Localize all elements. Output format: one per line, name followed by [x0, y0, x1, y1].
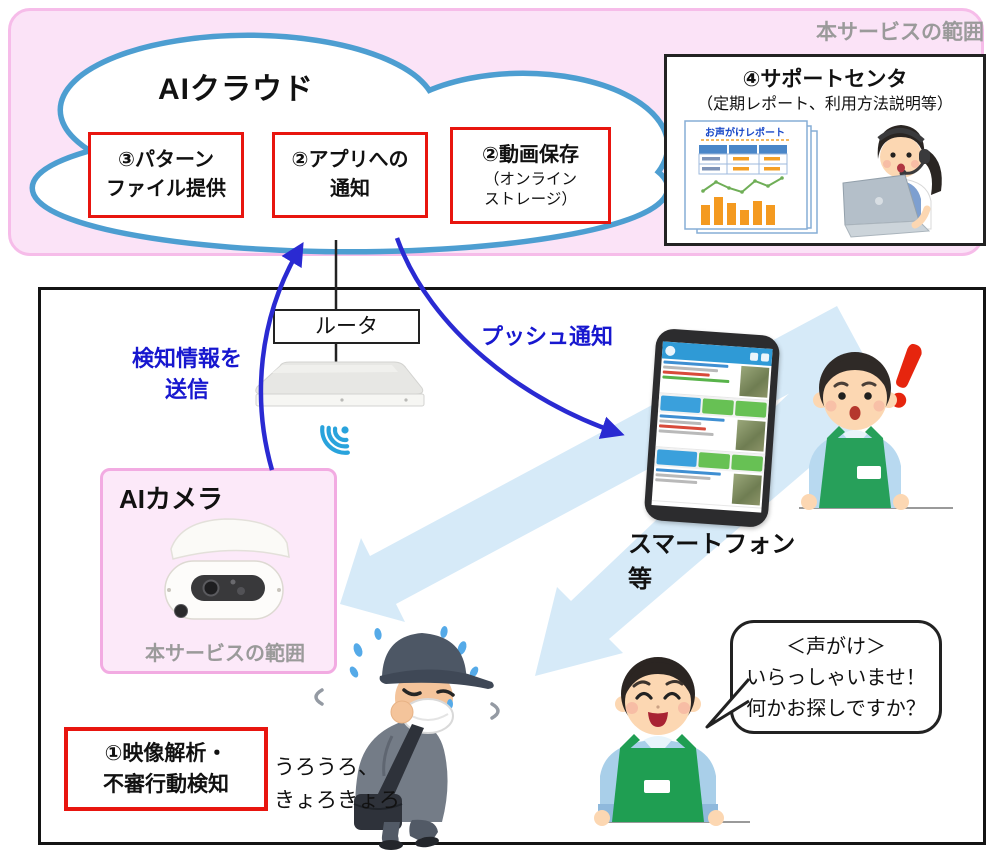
pattern-file-box: ③パターン ファイル提供: [88, 132, 244, 218]
speech-line3: 何かお探しですか？: [746, 698, 926, 720]
support-center-title: ④サポートセンタ: [742, 68, 908, 91]
suspicious-person-illustration: [314, 626, 500, 850]
support-center-box: ④サポートセンタ （定期レポート、利用方法説明等） お声がけレポート: [664, 54, 986, 246]
speech-line1: ＜声がけ＞: [786, 636, 886, 658]
video-analysis-line1: ①映像解析・: [104, 741, 228, 765]
clerk-alerted-face: [813, 352, 897, 430]
camera-lens: [202, 579, 220, 597]
send-detection-line1: 検知情報を: [131, 346, 242, 371]
support-center-subtitle: （定期レポート、利用方法説明等）: [697, 96, 953, 113]
push-notification-label: プッシュ通知: [480, 324, 613, 349]
app-button-blue: [660, 395, 702, 414]
motion-mark-left: [314, 688, 324, 706]
send-detection-line2: 送信: [164, 376, 209, 402]
router-label: ルータ: [315, 315, 378, 338]
ai-camera-illustration: [164, 518, 290, 620]
smartphone: [643, 327, 781, 529]
camera-lens-strip: [191, 575, 265, 601]
support-operator-illustration: [842, 125, 942, 238]
pattern-file-line2: ファイル提供: [106, 178, 226, 200]
headset-band: [877, 128, 925, 143]
service-scope-label-top: 本サービスの範囲: [816, 21, 984, 44]
pattern-file-line1: ③パターン: [118, 149, 214, 171]
app-notify-line2: 通知: [330, 178, 370, 200]
video-analysis-line2: 不審行動検知: [103, 773, 229, 796]
wandering-text: うろうろ、 きょろきょろ: [274, 752, 414, 817]
app-button-green: [731, 454, 764, 472]
grid-icon: [760, 352, 770, 362]
video-analysis-box: ①映像解析・ 不審行動検知: [64, 727, 268, 811]
app-button-green: [702, 398, 735, 416]
ai-cloud-title: AIクラウド: [158, 73, 314, 106]
app-button-green: [698, 452, 731, 470]
wandering-line1: うろうろ、: [274, 756, 379, 779]
ai-camera-title: AIカメラ: [119, 484, 224, 514]
camera-snapshot-thumb: [735, 419, 766, 452]
report-table: [698, 145, 788, 175]
app-notify-box: ②アプリへの 通知: [272, 132, 428, 218]
speech-line2: いらっしゃいませ！: [746, 667, 926, 689]
send-detection-label: 検知情報を 送信: [112, 344, 262, 406]
wandering-line2: きょろきょろ: [274, 788, 400, 812]
report-title: お声がけレポート: [705, 126, 785, 139]
clerk-alerted-illustration: [799, 343, 953, 510]
laptop-base: [844, 220, 931, 238]
report-illustration: お声がけレポート: [684, 120, 818, 234]
video-storage-sub2: ストレージ）: [484, 191, 577, 208]
sweat-drops: [349, 626, 479, 678]
camera-snapshot-thumb: [731, 473, 762, 506]
router-device-illustration: [255, 361, 425, 407]
report-line-chart: [701, 176, 784, 194]
shoulder-bag: [354, 794, 402, 830]
notification-card: [651, 466, 764, 509]
smartphone-label: スマートフォン等: [628, 531, 796, 593]
router-label-box: ルータ: [273, 309, 420, 344]
bell-icon: [749, 351, 759, 361]
ai-camera-box: AIカメラ 本サービスの範囲: [100, 468, 337, 674]
headset-earcup: [919, 149, 930, 164]
video-storage-sub1: （オンライン: [483, 170, 577, 188]
camera-snapshot-thumb: [739, 365, 770, 398]
bag-strap: [376, 724, 424, 804]
app-notify-line1: ②アプリへの: [291, 149, 409, 171]
app-button-green: [735, 400, 767, 418]
clerk-greeting-face: [615, 657, 701, 735]
video-storage-title: ②動画保存: [482, 143, 579, 166]
app-button-blue: [656, 449, 698, 468]
report-bar-chart: [701, 197, 775, 225]
speech-bubble-tail: [705, 678, 751, 729]
smartphone-screen: [651, 341, 773, 513]
motion-mark-right: [490, 702, 500, 720]
app-logo-icon: [664, 345, 676, 356]
service-scope-label-camera: 本サービスの範囲: [145, 643, 305, 665]
cap: [382, 633, 467, 678]
speech-bubble: ＜声がけ＞ いらっしゃいませ！ 何かお探しですか？: [705, 620, 942, 734]
video-storage-box: ②動画保存 （オンライン ストレージ）: [450, 127, 611, 224]
